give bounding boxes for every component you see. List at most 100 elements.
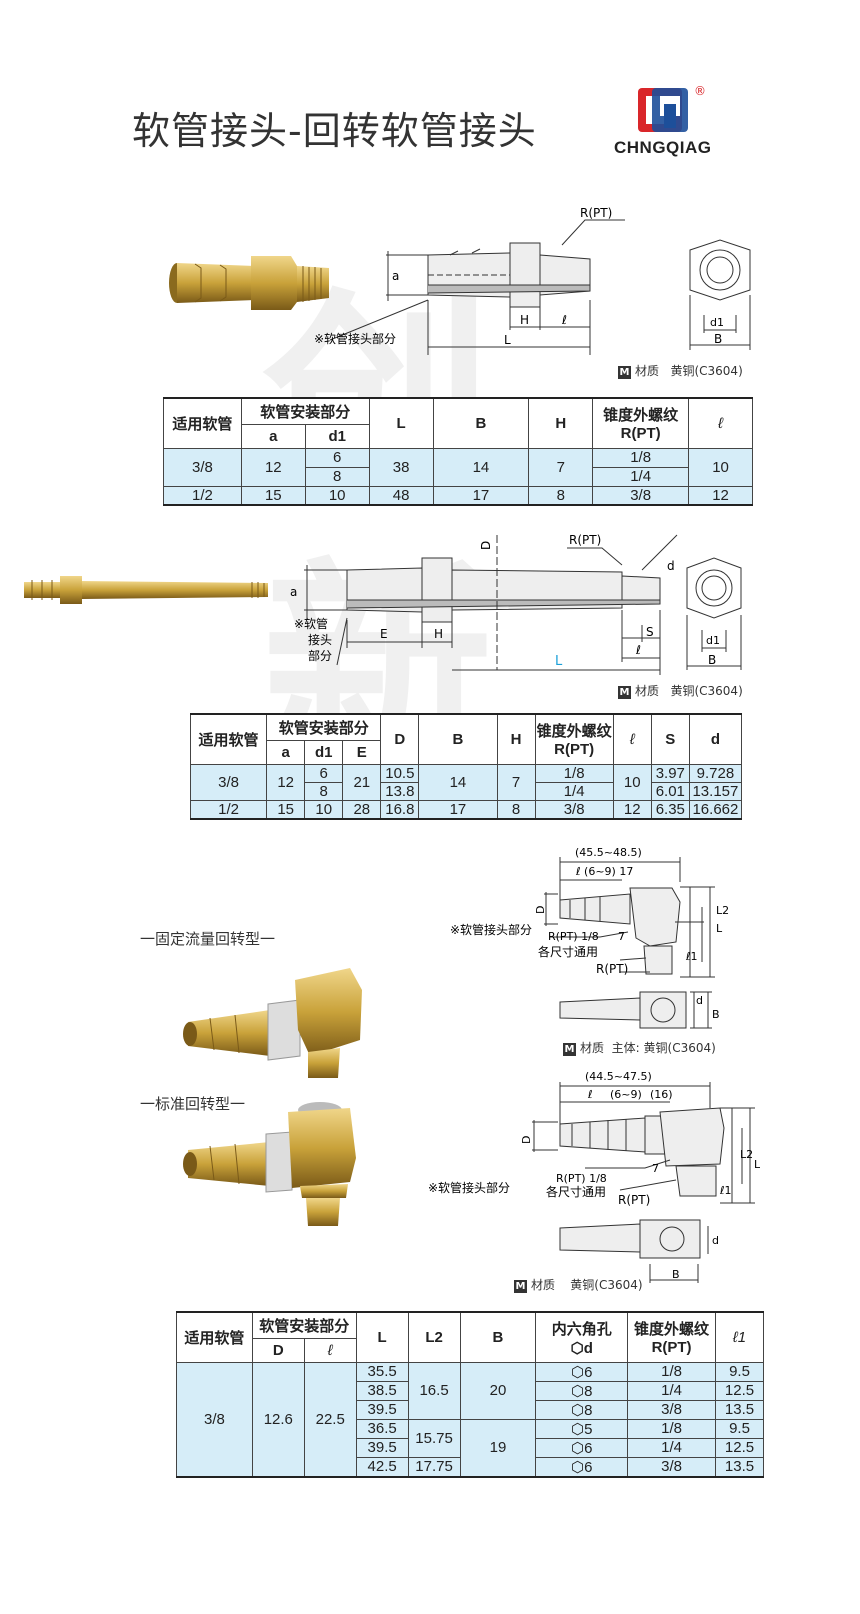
table-cell: D <box>380 713 420 765</box>
table-cell: d1 <box>304 423 370 449</box>
table-cell: ⬡6 <box>535 1456 629 1477</box>
r-pt-label-3: R(PT) <box>596 962 628 976</box>
table-cell: 软管安装部分 <box>266 713 382 741</box>
table-cell: 12 <box>240 447 306 487</box>
table-cell: 12.5 <box>714 1437 765 1458</box>
dim-D-label-2: D <box>479 541 493 550</box>
table-cell: 16.662 <box>688 799 743 819</box>
table-cell: 3/8 <box>189 763 268 801</box>
dim-l-small-label: ℓ <box>561 313 567 327</box>
table-cell: 9.728 <box>688 763 743 783</box>
dim-sixteen-label: (16) <box>650 1088 673 1101</box>
table-cell: 17 <box>418 799 498 819</box>
table-cell: ℓ <box>303 1337 357 1363</box>
product-photo-long-fitting <box>24 576 268 604</box>
table-cell: 7 <box>528 447 594 487</box>
table-cell: 8 <box>528 485 594 506</box>
table-cell: ℓ <box>612 713 652 765</box>
table-cell: d1 <box>304 739 344 765</box>
logo-mark-icon <box>638 88 688 132</box>
table-cell: 9.5 <box>714 1418 765 1439</box>
seven-label: 7 <box>618 930 625 943</box>
table-row: 1/2 15 10 48 17 8 3/8 12 <box>163 485 753 506</box>
section-label-fixed-flow: 一固定流量回转型一 <box>140 930 276 948</box>
table-cell: 38 <box>368 447 434 487</box>
drawing-standard-swivel: (44.5~47.5) ℓ (6~9) (16) D ※软管接头部分 R(PT)… <box>428 1070 760 1283</box>
table-cell: 38.5 <box>355 1380 409 1401</box>
table-cell: D <box>251 1337 305 1363</box>
table-cell: 3/8 <box>534 799 614 819</box>
table-cell: 12 <box>612 799 652 819</box>
table-cell: 1/8 <box>592 447 690 468</box>
table-cell: 48 <box>368 485 434 506</box>
dim-inner-label: ℓ (6~9) 17 <box>575 865 633 878</box>
table-cell: 19 <box>459 1418 537 1477</box>
table-cell: 10 <box>612 763 652 801</box>
table-cell: 3/8 <box>176 1361 253 1477</box>
product-photo-straight-fitting <box>169 256 329 310</box>
table-cell: 1/4 <box>627 1380 716 1401</box>
table-cell: 15 <box>266 799 306 819</box>
dim-a-label-2: a <box>290 585 297 599</box>
dim-l-label-4: ℓ <box>587 1088 593 1101</box>
table-cell: 21 <box>342 763 382 801</box>
table-cell: 10 <box>304 485 370 506</box>
dim-overall-label: (45.5~48.5) <box>575 846 642 859</box>
dim-L2-label-4: L2 <box>740 1148 753 1161</box>
table-cell: 1/8 <box>627 1418 716 1439</box>
table-cell: 6.35 <box>650 799 690 819</box>
hose-part-note-2: 接头 <box>308 632 332 647</box>
logo-text: CHNGQIAG <box>614 138 712 157</box>
table-row: 8 13.8 1/4 6.01 13.157 <box>191 781 743 801</box>
table-cell: 15 <box>240 485 306 506</box>
dim-L-label: L <box>504 333 511 347</box>
table-cell: 3/8 <box>627 1399 716 1420</box>
hose-part-note: ※软管接头部分 <box>314 331 396 346</box>
dim-D-label-3: D <box>534 906 547 914</box>
dim-L2-label: L2 <box>716 904 729 917</box>
table-cell: 15.75 <box>407 1418 461 1458</box>
table-cell: 1/8 <box>534 763 614 783</box>
r-pt-label-2: R(PT) <box>569 533 601 547</box>
table-row: 36.5 15.75 19 ⬡5 1/8 9.5 <box>177 1418 765 1477</box>
dim-inner-label-4: (6~9) <box>610 1088 642 1101</box>
hose-part-note-swivel-2: ※软管接头部分 <box>428 1180 510 1195</box>
product-photo-standard-swivel <box>183 1102 356 1226</box>
table-cell: 3.97 <box>650 763 690 783</box>
table-row: 1/2 15 10 28 16.8 17 8 3/8 12 6.35 16.66… <box>189 799 743 819</box>
table-cell: 3/8 <box>163 447 242 487</box>
table-cell: ℓ1 <box>714 1311 765 1363</box>
table-cell: 6 <box>304 447 370 468</box>
table-cell: 10.5 <box>380 763 420 783</box>
table-cell: 39.5 <box>355 1437 409 1458</box>
material-icon: M <box>514 1280 527 1293</box>
table-row: 38.5 ⬡8 1/4 12.5 <box>177 1380 765 1401</box>
drawing-fixed-flow-swivel: (45.5~48.5) ℓ (6~9) 17 D ※软管接头部分 R(PT) 1… <box>450 846 729 1029</box>
table-row: 3/8 12 6 21 10.5 14 7 1/8 10 3.97 9.728 <box>189 763 743 801</box>
table-cell: 10 <box>688 447 753 487</box>
table-cell: 17 <box>432 485 530 506</box>
table-cell: 35.5 <box>355 1361 409 1382</box>
table-cell: 10 <box>304 799 344 819</box>
table-cell: ⬡6 <box>535 1361 629 1382</box>
table-cell: ℓ <box>688 397 753 449</box>
table-cell: 3/8 <box>627 1456 716 1477</box>
dim-d-label-4: d <box>712 1234 719 1247</box>
table-cell: 20 <box>459 1361 537 1420</box>
table-cell: 12.5 <box>714 1380 765 1401</box>
table-cell: H <box>496 713 536 765</box>
dim-H-label-2: H <box>434 627 443 641</box>
table-cell: d <box>688 713 743 765</box>
table-row: 42.5 17.75 ⬡6 3/8 13.5 <box>177 1456 765 1477</box>
table-cell: 13.5 <box>714 1456 765 1477</box>
table-cell: 13.157 <box>688 781 743 801</box>
table-cell: 42.5 <box>355 1456 409 1477</box>
dim-l-small-label-2: ℓ <box>635 643 641 657</box>
table-cell: 28 <box>342 799 382 819</box>
brand-logo: ® CHNGQIAG <box>614 84 742 164</box>
table-row: 3/8 12.6 22.5 35.5 16.5 20 ⬡6 1/8 9.5 <box>176 1361 765 1477</box>
